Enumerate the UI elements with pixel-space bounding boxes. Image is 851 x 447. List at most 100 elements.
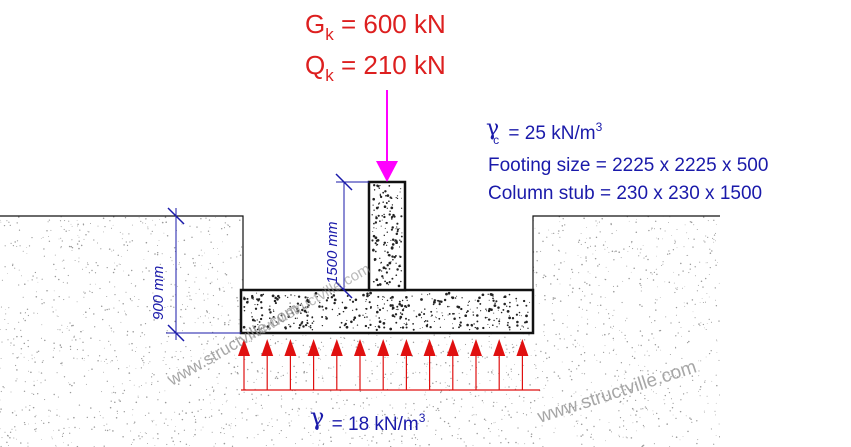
texture-dot <box>478 296 481 300</box>
texture-dot <box>76 220 78 221</box>
texture-dot <box>71 384 73 387</box>
texture-dot <box>128 233 130 235</box>
texture-dot <box>111 330 113 332</box>
texture-dot <box>46 290 48 292</box>
texture-dot <box>655 309 657 311</box>
texture-dot <box>317 418 320 420</box>
texture-dot <box>707 220 709 222</box>
texture-dot <box>167 335 170 338</box>
texture-dot <box>145 382 147 384</box>
texture-dot <box>69 345 72 348</box>
texture-dot <box>188 401 191 404</box>
texture-dot <box>237 373 239 375</box>
texture-dot <box>401 338 403 340</box>
texture-dot <box>204 252 206 254</box>
texture-dot <box>656 255 657 257</box>
texture-dot <box>275 243 278 245</box>
texture-dot <box>287 280 289 281</box>
texture-dot <box>375 227 377 229</box>
texture-dot <box>647 399 649 402</box>
texture-dot <box>52 311 54 313</box>
texture-dot <box>95 262 97 264</box>
texture-dot <box>446 398 448 401</box>
texture-dot <box>656 349 657 351</box>
texture-dot <box>114 262 115 264</box>
texture-dot <box>653 271 656 274</box>
texture-dot <box>157 433 159 435</box>
texture-dot <box>377 307 379 309</box>
texture-dot <box>426 247 428 249</box>
texture-dot <box>595 236 598 239</box>
texture-dot <box>567 295 569 297</box>
texture-dot <box>297 295 301 298</box>
texture-dot <box>207 298 209 300</box>
texture-dot <box>50 229 52 231</box>
texture-dot <box>218 373 220 375</box>
texture-dot <box>130 269 133 272</box>
texture-dot <box>548 229 550 231</box>
texture-dot <box>88 370 90 371</box>
texture-dot <box>141 357 143 360</box>
texture-dot <box>614 375 616 377</box>
texture-dot <box>265 445 267 446</box>
texture-dot <box>183 357 185 359</box>
texture-dot <box>41 298 43 300</box>
texture-dot <box>554 264 556 266</box>
texture-dot <box>28 360 29 362</box>
texture-dot <box>364 434 366 437</box>
texture-dot <box>626 265 628 267</box>
texture-dot <box>492 220 494 222</box>
texture-dot <box>223 442 226 445</box>
texture-dot <box>391 204 394 206</box>
texture-dot <box>67 326 68 327</box>
texture-dot <box>607 247 608 249</box>
texture-dot <box>393 419 395 422</box>
texture-dot <box>387 254 390 257</box>
texture-dot <box>15 380 17 382</box>
texture-dot <box>312 270 314 271</box>
texture-dot <box>688 272 690 274</box>
texture-dot <box>58 238 60 240</box>
texture-dot <box>504 415 506 416</box>
texture-dot <box>296 302 300 305</box>
texture-dot <box>570 378 573 381</box>
texture-dot <box>319 251 322 254</box>
texture-dot <box>298 414 300 416</box>
texture-dot <box>209 402 211 404</box>
texture-dot <box>504 280 506 283</box>
texture-dot <box>203 348 205 350</box>
texture-dot <box>508 314 510 316</box>
texture-dot <box>322 443 324 446</box>
texture-dot <box>27 280 29 282</box>
texture-dot <box>383 296 385 298</box>
texture-dot <box>209 227 211 229</box>
texture-dot <box>439 382 441 384</box>
pressure-arrow-head <box>238 339 250 356</box>
texture-dot <box>553 371 556 373</box>
texture-dot <box>48 409 50 411</box>
texture-dot <box>542 276 544 279</box>
texture-dot <box>581 290 584 292</box>
texture-dot <box>417 217 420 219</box>
texture-dot <box>580 414 582 416</box>
texture-dot <box>516 304 519 307</box>
texture-dot <box>406 323 408 325</box>
texture-dot <box>436 308 438 309</box>
texture-dot <box>413 434 415 436</box>
texture-dot <box>715 299 717 301</box>
texture-dot <box>412 323 414 325</box>
texture-dot <box>160 343 162 345</box>
texture-dot <box>517 373 520 376</box>
texture-dot <box>18 216 20 218</box>
texture-dot <box>388 284 390 286</box>
texture-dot <box>237 365 239 368</box>
texture-dot <box>102 231 104 233</box>
texture-dot <box>3 387 5 389</box>
texture-dot <box>297 410 299 412</box>
texture-dot <box>139 432 141 433</box>
texture-dot <box>268 249 270 251</box>
texture-dot <box>13 437 15 439</box>
texture-dot <box>294 393 297 395</box>
texture-dot <box>376 365 378 367</box>
texture-dot <box>403 377 405 379</box>
